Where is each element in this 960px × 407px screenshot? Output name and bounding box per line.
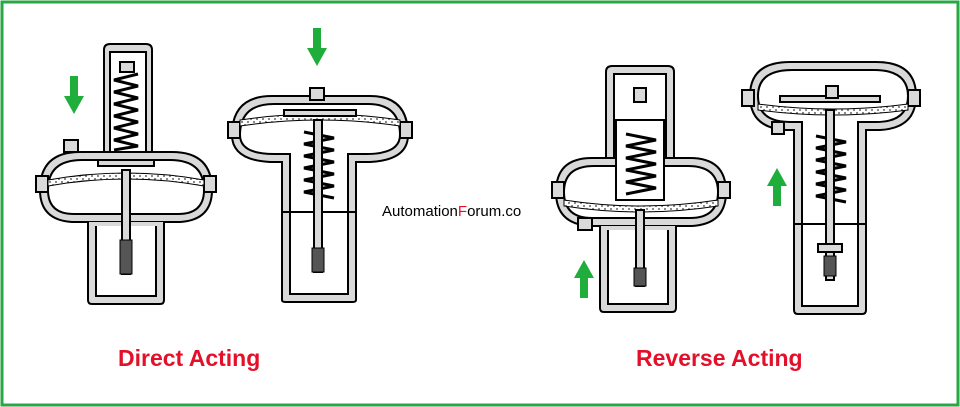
arrow-up-icon-2: [767, 168, 787, 206]
actuator-direct-2: [227, 87, 413, 303]
arrow-down-icon-2: [307, 28, 327, 66]
caption-direct-acting: Direct Acting: [118, 345, 261, 371]
caption-reverse-acting: Reverse Acting: [636, 345, 803, 371]
actuator-reverse-1: [551, 65, 731, 313]
watermark-part3: orum.co: [467, 203, 522, 220]
arrow-down-icon-1: [64, 76, 84, 114]
watermark: AutomationForum.co: [382, 203, 521, 220]
watermark-part1: Automation: [382, 203, 458, 220]
actuator-direct-1: [35, 43, 217, 305]
watermark-part2: F: [457, 203, 468, 220]
arrow-up-icon-1: [574, 260, 594, 298]
actuator-reverse-2: [741, 61, 921, 315]
